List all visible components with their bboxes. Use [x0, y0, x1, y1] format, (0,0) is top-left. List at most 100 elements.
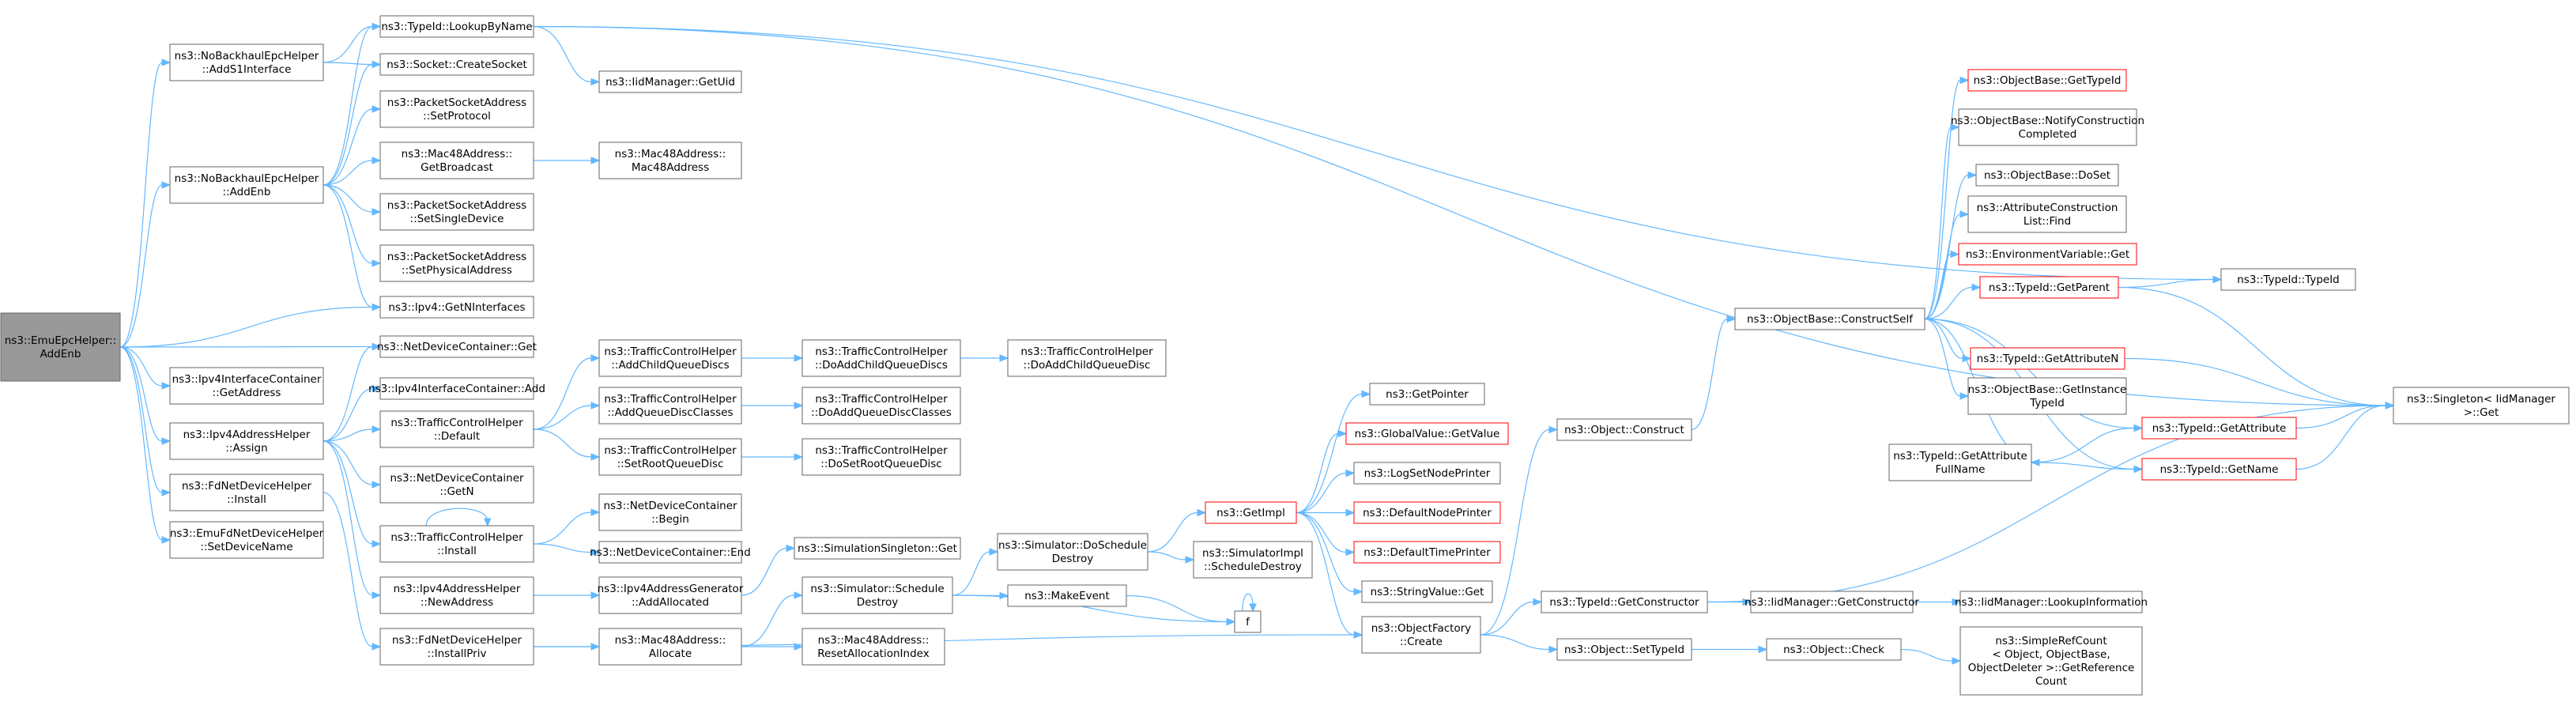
edge-arrowhead	[372, 60, 382, 69]
node-sim-schedule-destroy[interactable]: ns3::Simulator::ScheduleDestroy	[801, 576, 953, 614]
node-objectbase-doset[interactable]: ns3::ObjectBase::DoSet	[1975, 164, 2119, 187]
node-root[interactable]: ns3::EmuEpcHelper::AddEnb	[0, 312, 121, 382]
node-ipv4ah-newaddr[interactable]: ns3::Ipv4AddressHelper::NewAddress	[379, 576, 534, 614]
node-ndc-getn[interactable]: ns3::NetDeviceContainer::GetN	[379, 466, 534, 504]
node-typeid-getparent[interactable]: ns3::TypeId::GetParent	[1979, 276, 2119, 299]
node-envvar-get[interactable]: ns3::EnvironmentVariable::Get	[1958, 243, 2137, 266]
node-box	[598, 70, 742, 93]
node-label: ns3::TypeId::GetName	[2160, 463, 2279, 476]
node-iidm-getconstructor[interactable]: ns3::IidManager::GetConstructor	[1744, 591, 1919, 613]
node-defaulttimeprinter[interactable]: ns3::DefaultTimePrinter	[1353, 541, 1501, 564]
node-iidm-getuid[interactable]: ns3::IidManager::GetUid	[598, 70, 742, 93]
node-label: ns3::Socket::CreateSocket	[387, 58, 527, 71]
node-tch-doaddchild[interactable]: ns3::TrafficControlHelper::DoAddChildQue…	[801, 339, 961, 377]
node-mac48-alloc[interactable]: ns3::Mac48Address::Allocate	[598, 628, 742, 666]
node-objectfactory-create[interactable]: ns3::ObjectFactory::Create	[1361, 616, 1481, 654]
node-getpointer[interactable]: ns3::GetPointer	[1369, 383, 1485, 406]
node-makeevent[interactable]: ns3::MakeEvent	[1007, 584, 1127, 607]
node-tch-doaddqdc[interactable]: ns3::TrafficControlHelper::DoAddQueueDis…	[801, 387, 961, 425]
node-psa-setphys[interactable]: ns3::PacketSocketAddress::SetPhysicalAdd…	[379, 244, 534, 282]
node-typeid-getattributen[interactable]: ns3::TypeId::GetAttributeN	[1970, 347, 2125, 370]
node-mac48-ctor[interactable]: ns3::Mac48Address::Mac48Address	[598, 142, 742, 179]
node-tch-addchild[interactable]: ns3::TrafficControlHelper::AddChildQueue…	[598, 339, 742, 377]
node-psa-setsingle[interactable]: ns3::PacketSocketAddress::SetSingleDevic…	[379, 193, 534, 231]
node-nbh-adds1[interactable]: ns3::NoBackhaulEpcHelper::AddS1Interface	[169, 43, 324, 81]
node-iidm-lookupinfo[interactable]: ns3::IidManager::LookupInformation	[1955, 591, 2148, 613]
edge-arrowhead	[1952, 598, 1962, 606]
node-box	[1234, 610, 1262, 633]
node-label: AddEnb	[40, 348, 81, 360]
node-objectbase-gettypeid[interactable]: ns3::ObjectBase::GetTypeId	[1967, 69, 2127, 92]
edge-arrowhead	[590, 77, 601, 86]
call-edge	[1296, 511, 1355, 593]
node-logsetnodeprinter[interactable]: ns3::LogSetNodePrinter	[1353, 462, 1501, 485]
node-typeid-typeid[interactable]: ns3::TypeId::TypeId	[2220, 268, 2356, 291]
node-stringvalue-get[interactable]: ns3::StringValue::Get	[1361, 580, 1493, 603]
node-fdnd-install[interactable]: ns3::FdNetDeviceHelper::Install	[169, 474, 324, 511]
node-label: ::Create	[1400, 636, 1443, 648]
node-box	[169, 166, 324, 204]
node-getimpl[interactable]: ns3::GetImpl	[1205, 501, 1297, 524]
node-singleton-get[interactable]: ns3::Singleton< IidManager>::Get	[2393, 387, 2570, 425]
node-object-construct[interactable]: ns3::Object::Construct	[1556, 418, 1692, 441]
node-box	[1766, 638, 1902, 661]
node-tch-default[interactable]: ns3::TrafficControlHelper::Default	[379, 410, 534, 448]
node-ipv4ah-assign[interactable]: ns3::Ipv4AddressHelper::Assign	[169, 422, 324, 460]
node-tch-dosetroot[interactable]: ns3::TrafficControlHelper::DoSetRootQueu…	[801, 438, 961, 476]
node-simimpl-schedule-destroy[interactable]: ns3::SimulatorImpl::ScheduleDestroy	[1193, 541, 1313, 579]
node-tch-addqdc[interactable]: ns3::TrafficControlHelper::AddQueueDiscC…	[598, 387, 742, 425]
node-label: GetBroadcast	[421, 161, 493, 174]
node-ipv4ag-addalloc[interactable]: ns3::Ipv4AddressGenerator::AddAllocated	[598, 576, 744, 614]
node-typeid-lookup[interactable]: ns3::TypeId::LookupByName	[379, 15, 534, 38]
node-box	[379, 15, 534, 38]
node-emufdnd-setname[interactable]: ns3::EmuFdNetDeviceHelper::SetDeviceName	[169, 521, 324, 559]
node-label: ns3::EnvironmentVariable::Get	[1966, 248, 2129, 261]
node-objectbase-constructself[interactable]: ns3::ObjectBase::ConstructSelf	[1734, 308, 1925, 330]
node-tch-setroot[interactable]: ns3::TrafficControlHelper::SetRootQueueD…	[598, 438, 742, 476]
node-ipv4ic-getaddr[interactable]: ns3::Ipv4InterfaceContainer::GetAddress	[169, 367, 324, 405]
node-psa-setproto[interactable]: ns3::PacketSocketAddress::SetProtocol	[379, 90, 534, 128]
node-ndc-end[interactable]: ns3::NetDeviceContainer::End	[590, 541, 751, 564]
edge-arrowhead	[372, 540, 382, 548]
node-objectbase-notify[interactable]: ns3::ObjectBase::NotifyConstructionCompl…	[1951, 108, 2144, 146]
node-globalvalue-getvalue[interactable]: ns3::GlobalValue::GetValue	[1345, 422, 1509, 445]
node-box	[1970, 347, 2125, 370]
call-edge	[1480, 634, 1550, 651]
node-nbh-addenb[interactable]: ns3::NoBackhaulEpcHelper::AddEnb	[169, 166, 324, 204]
edge-arrowhead	[794, 453, 804, 461]
node-box	[1967, 195, 2127, 233]
node-socket-create[interactable]: ns3::Socket::CreateSocket	[379, 53, 534, 76]
edge-arrowhead	[1758, 645, 1768, 654]
node-typeid-getconstructor[interactable]: ns3::TypeId::GetConstructor	[1541, 591, 1708, 613]
node-label: ns3::Ipv4InterfaceContainer	[172, 373, 322, 386]
node-label: ns3::ObjectBase::ConstructSelf	[1747, 313, 1914, 326]
node-box	[169, 43, 324, 81]
node-object-settypeid[interactable]: ns3::Object::SetTypeId	[1556, 638, 1692, 661]
node-f[interactable]: f	[1234, 610, 1262, 633]
node-ndc-begin[interactable]: ns3::NetDeviceContainer::Begin	[598, 493, 742, 531]
node-ipv4-getnif[interactable]: ns3::Ipv4::GetNInterfaces	[379, 296, 534, 319]
edge-arrowhead	[786, 544, 796, 553]
node-defaultnodeprinter[interactable]: ns3::DefaultNodePrinter	[1353, 501, 1501, 524]
node-object-check[interactable]: ns3::Object::Check	[1766, 638, 1902, 661]
node-label: ns3::TrafficControlHelper	[1020, 345, 1153, 358]
node-box	[1193, 541, 1313, 579]
call-edge	[322, 62, 373, 66]
node-typeid-getname[interactable]: ns3::TypeId::GetName	[2141, 458, 2297, 481]
node-typeid-getattribute[interactable]: ns3::TypeId::GetAttribute	[2141, 417, 2297, 440]
node-tch-install[interactable]: ns3::TrafficControlHelper::Install	[379, 525, 534, 563]
call-edge	[533, 511, 592, 545]
node-ipv4ic-add[interactable]: ns3::Ipv4InterfaceContainer::Add	[368, 377, 545, 400]
node-mac48-resetalloc[interactable]: ns3::Mac48Address::ResetAllocationIndex	[801, 628, 945, 666]
node-simplerefcount-getref[interactable]: ns3::SimpleRefCount< Object, ObjectBase,…	[1959, 626, 2143, 696]
node-fdnd-installpriv[interactable]: ns3::FdNetDeviceHelper::InstallPriv	[379, 628, 534, 666]
node-tch-dodoaddchild[interactable]: ns3::TrafficControlHelper::DoAddChildQue…	[1007, 339, 1167, 377]
node-simsingleton-get[interactable]: ns3::SimulationSingleton::Get	[794, 537, 961, 560]
node-mac48-getbcast[interactable]: ns3::Mac48Address::GetBroadcast	[379, 142, 534, 179]
node-ndc-get[interactable]: ns3::NetDeviceContainer::Get	[377, 335, 537, 358]
node-label: ns3::NetDeviceContainer::Get	[377, 341, 537, 353]
